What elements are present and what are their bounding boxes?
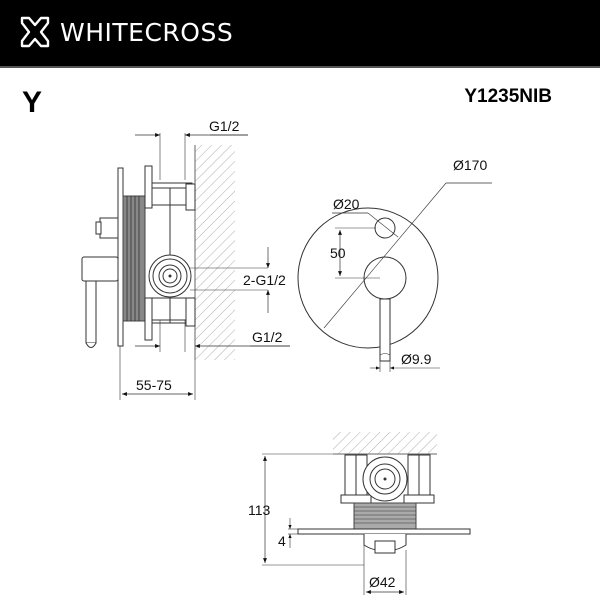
brand: WHITECROSS: [18, 16, 233, 48]
cross-logo-icon: [20, 16, 50, 48]
dim-total-depth: 113: [248, 502, 271, 518]
header-bar: WHITECROSS: [0, 0, 600, 68]
dim-bottom-inlet: G1/2: [252, 329, 283, 345]
dim-diverter-diameter: Ø20: [333, 196, 360, 212]
dim-lever-diameter: Ø9.9: [401, 351, 432, 367]
dim-top-inlet: G1/2: [209, 118, 240, 134]
dim-outlets: 2-G1/2: [243, 272, 286, 288]
dim-plate-thickness: 4: [278, 533, 286, 549]
dim-plate-diameter: Ø170: [453, 157, 487, 173]
side-view: [81, 133, 290, 400]
dim-spacing: 50: [330, 245, 346, 261]
front-view: [297, 182, 492, 372]
series-label: Y: [22, 86, 43, 119]
brand-name: WHITECROSS: [60, 17, 234, 47]
dim-install-depth: 55-75: [136, 377, 172, 393]
dim-handle-diameter: Ø42: [369, 574, 396, 590]
top-view: [262, 432, 471, 595]
model-code: Y1235NIB: [464, 86, 552, 107]
